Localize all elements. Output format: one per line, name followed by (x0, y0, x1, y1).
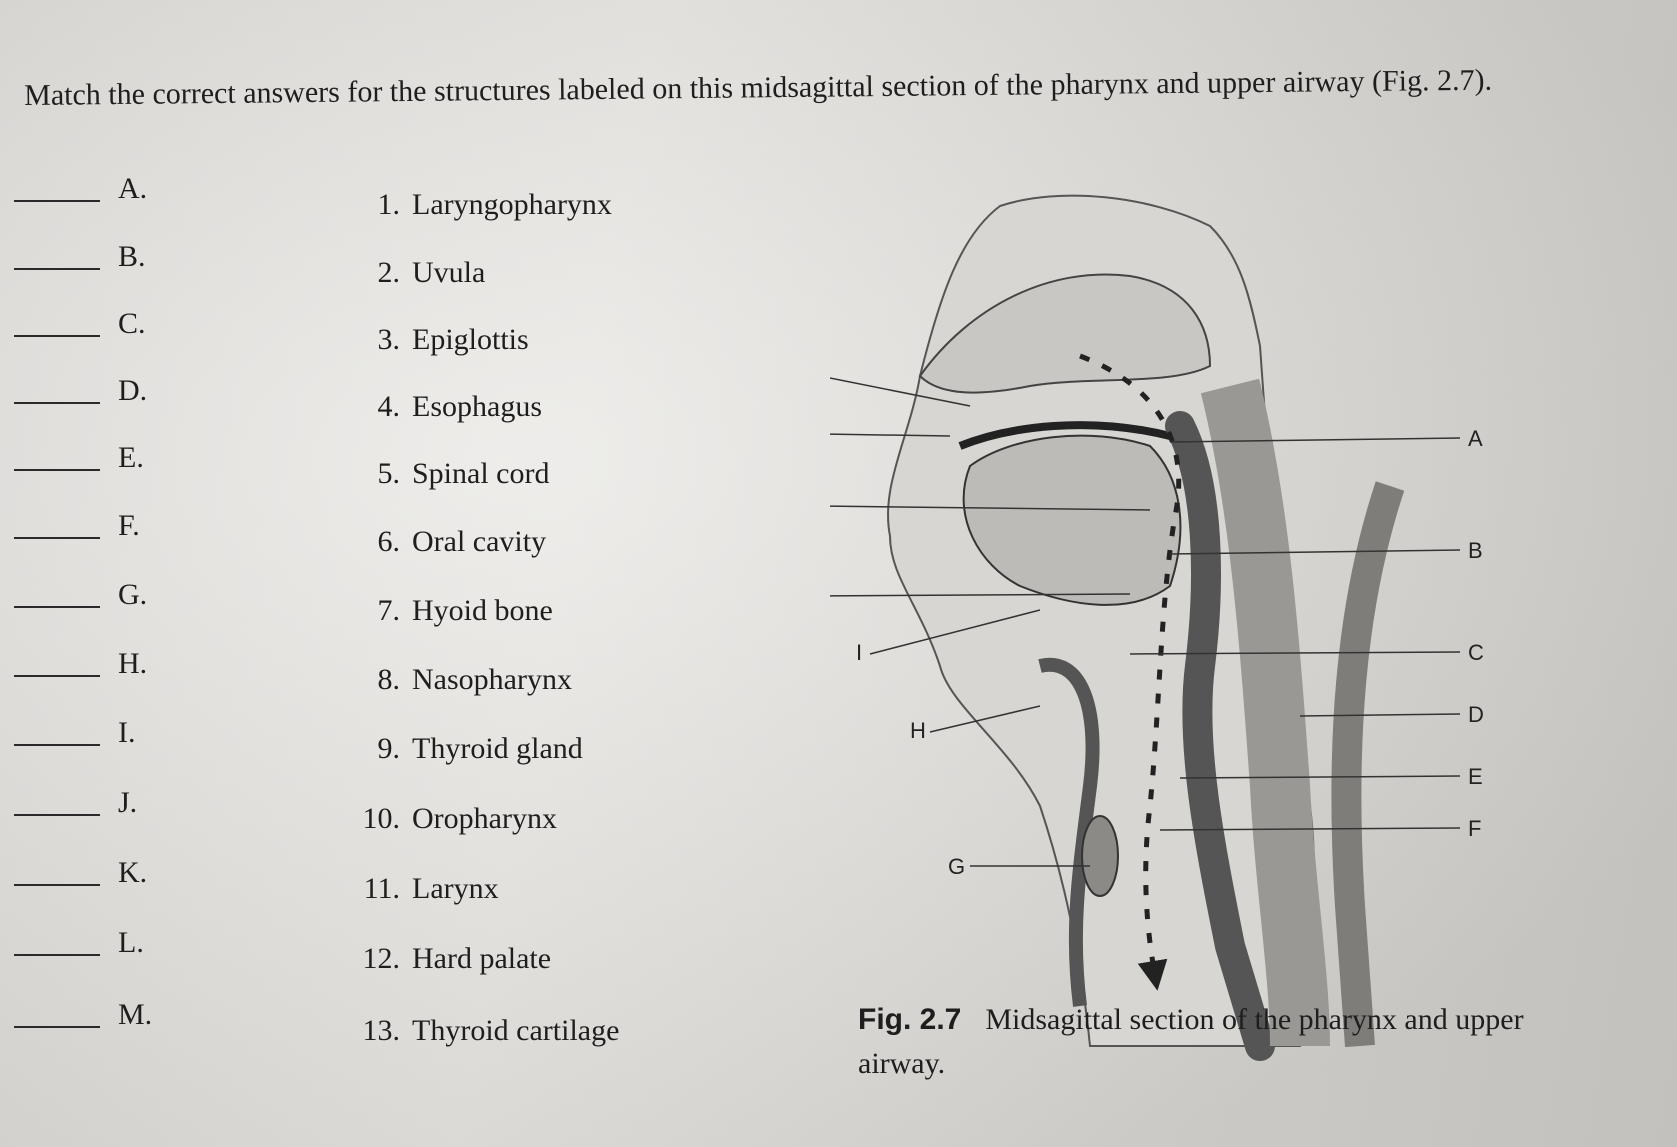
label-e: E (1468, 764, 1483, 789)
answer-item-5: 5.Spinal cord (377, 457, 550, 490)
airflow-arrow (1079, 353, 1182, 991)
blank-row-i[interactable]: I. (14, 716, 184, 756)
pharynx-channel (1165, 411, 1275, 1061)
blank-row-e[interactable]: E. (14, 441, 184, 481)
label-f: F (1468, 816, 1481, 841)
answer-item-1: 1.Laryngopharynx (377, 188, 612, 221)
answer-item-8: 8.Nasopharynx (377, 663, 572, 696)
blank-row-b[interactable]: B. (14, 240, 184, 280)
label-a: A (1468, 426, 1483, 451)
label-i: I (856, 640, 862, 665)
figure-number: Fig. 2.7 (858, 1003, 962, 1036)
answer-item-11: 11.Larynx (363, 872, 499, 905)
pharynx-figure: L K M J I H G A B C D E F (798, 186, 1630, 1066)
figure-caption-text: Midsagittal section of the pharynx and u… (858, 1003, 1524, 1080)
label-h: H (910, 718, 926, 743)
blank-row-m[interactable]: M. (14, 998, 184, 1038)
tongue (962, 434, 1182, 606)
answer-item-3: 3.Epiglottis (377, 323, 529, 356)
blank-row-k[interactable]: K. (14, 856, 184, 896)
hard-palate (958, 421, 1171, 450)
answer-item-2: 2.Uvula (377, 256, 486, 289)
blank-row-h[interactable]: H. (14, 647, 184, 687)
blank-row-l[interactable]: L. (14, 926, 184, 966)
label-b: B (1468, 538, 1483, 563)
label-g: G (948, 854, 965, 879)
blank-row-d[interactable]: D. (14, 374, 184, 414)
answer-item-7: 7.Hyoid bone (377, 594, 553, 627)
answer-item-6: 6.Oral cavity (377, 525, 547, 558)
blank-row-a[interactable]: A. (14, 172, 184, 212)
blank-row-c[interactable]: C. (14, 307, 184, 347)
answer-item-4: 4.Esophagus (377, 390, 543, 423)
thyroid-gland (1081, 815, 1119, 897)
blank-row-f[interactable]: F. (14, 509, 184, 549)
blank-row-j[interactable]: J. (14, 786, 184, 826)
instructions-text: Match the correct answers for the struct… (24, 63, 1493, 112)
answer-item-13: 13.Thyroid cartilage (362, 1014, 620, 1047)
label-c: C (1468, 640, 1484, 665)
larynx (1038, 657, 1100, 1007)
nasal-region (918, 273, 1212, 394)
spinal-cord (1331, 481, 1405, 1048)
label-d: D (1468, 702, 1484, 727)
answer-item-10: 10.Oropharynx (362, 802, 557, 835)
answer-item-12: 12.Hard palate (362, 942, 552, 975)
pharynx-illustration: L K M J I H G A B C D E F (798, 194, 1484, 1061)
blank-row-g[interactable]: G. (14, 578, 184, 618)
answer-item-9: 9.Thyroid gland (377, 732, 583, 765)
vertebral-column (1200, 378, 1330, 1047)
